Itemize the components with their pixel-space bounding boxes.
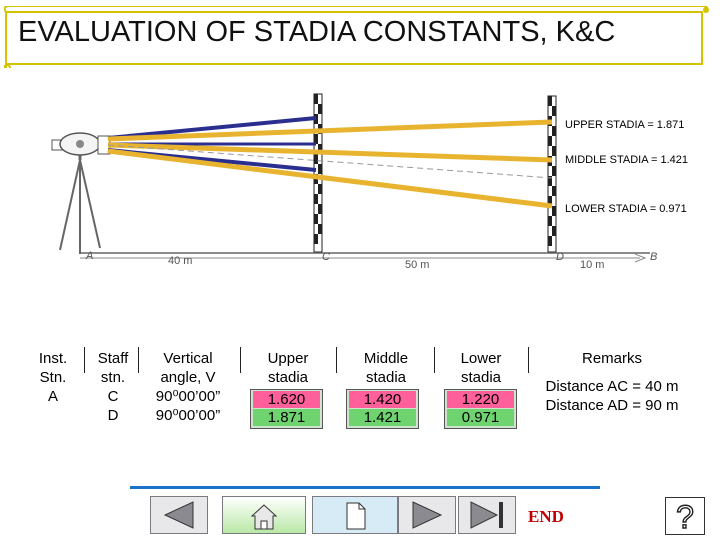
- staff-stn-value-c: C: [107, 388, 119, 405]
- svg-text:?: ?: [676, 499, 694, 534]
- header-angle-line2: angle, V: [160, 369, 216, 386]
- header-inst-line1: Inst.: [38, 350, 68, 367]
- column-remarks: Remarks Distance AC = 40 m Distance AD =…: [534, 349, 690, 415]
- end-button[interactable]: END: [528, 507, 564, 526]
- middle-stadia-label: MIDDLE STADIA = 1.421: [565, 154, 688, 166]
- header-lower-line2: stadia: [460, 369, 502, 386]
- header-upper-line1: Upper: [267, 350, 309, 367]
- point-d-label: D: [556, 251, 564, 263]
- vertical-angle-value-c: 90⁰00’00”: [155, 388, 221, 405]
- staff-d-icon: [547, 95, 557, 253]
- staff-stn-value-d: D: [107, 407, 119, 424]
- home-button[interactable]: [222, 496, 306, 534]
- point-b-label: B: [650, 251, 657, 263]
- arrow-right-icon: [634, 253, 647, 263]
- help-button[interactable]: ?: [665, 497, 705, 536]
- distance-db-label: 10 m: [580, 259, 604, 271]
- triangle-right-icon: [412, 501, 443, 529]
- header-staff-line2: stn.: [100, 369, 126, 386]
- previous-button[interactable]: [150, 496, 208, 534]
- header-staff-line1: Staff: [97, 350, 129, 367]
- middle-stadia-value-c: 1.420: [349, 391, 416, 408]
- theodolite-icon: [51, 132, 111, 156]
- column-vertical-angle: Vertical angle, V 90⁰00’00” 90⁰00’00”: [146, 349, 230, 425]
- column-divider: [84, 347, 85, 373]
- triangle-left-icon: [163, 501, 194, 529]
- scroll-curl-icon: [703, 7, 709, 13]
- distance-ac-label: 40 m: [168, 255, 192, 267]
- column-upper-stadia: Upper stadia: [252, 349, 324, 387]
- stadia-survey-diagram: A C D B 40 m 50 m 10 m: [51, 93, 657, 271]
- header-middle-line1: Middle: [363, 350, 409, 367]
- document-icon: [346, 502, 366, 530]
- upper-stadia-label: UPPER STADIA = 1.871: [565, 119, 685, 131]
- inst-stn-value: A: [47, 388, 58, 405]
- header-inst-line2: Stn.: [39, 369, 67, 386]
- lower-stadia-value-c: 1.220: [447, 391, 514, 408]
- header-lower-line1: Lower: [460, 350, 502, 367]
- point-c-label: C: [322, 251, 330, 263]
- title-banner: [4, 6, 709, 68]
- header-angle-line1: Vertical: [163, 350, 213, 367]
- column-divider: [434, 347, 435, 373]
- tripod-icon: [59, 153, 101, 254]
- page-title: EVALUATION OF STADIA CONSTANTS, K&C: [18, 16, 616, 48]
- lower-stadia-value-d: 0.971: [447, 409, 514, 426]
- last-page-button[interactable]: [458, 496, 516, 534]
- point-a-label: A: [85, 250, 93, 262]
- lower-stadia-label: LOWER STADIA = 0.971: [565, 203, 687, 215]
- upper-stadia-value-d: 1.871: [253, 409, 320, 426]
- column-divider: [528, 347, 529, 373]
- vertical-angle-value-d: 90⁰00’00”: [155, 407, 221, 424]
- column-inst-stn: Inst. Stn. A: [32, 349, 74, 406]
- distance-cd-label: 50 m: [405, 259, 429, 271]
- column-divider: [240, 347, 241, 373]
- header-remarks: Remarks: [581, 350, 642, 367]
- column-divider: [336, 347, 337, 373]
- middle-stadia-value-d: 1.421: [349, 409, 416, 426]
- column-lower-stadia: Lower stadia: [444, 349, 518, 387]
- home-icon: [250, 504, 278, 530]
- header-upper-line2: stadia: [267, 369, 309, 386]
- remarks-value-ad: Distance AD = 90 m: [545, 397, 679, 414]
- question-mark-icon: ?: [675, 498, 694, 535]
- column-divider: [138, 347, 139, 373]
- header-middle-line2: stadia: [365, 369, 407, 386]
- upper-stadia-value-c: 1.620: [253, 391, 320, 408]
- next-button[interactable]: [398, 496, 456, 534]
- sight-lines: [107, 116, 553, 209]
- column-staff-stn: Staff stn. C D: [92, 349, 134, 425]
- page-button[interactable]: [312, 496, 398, 534]
- nav-divider: [130, 486, 600, 489]
- skip-to-end-icon: [470, 501, 503, 529]
- column-middle-stadia: Middle stadia: [348, 349, 424, 387]
- remarks-value-ac: Distance AC = 40 m: [545, 378, 679, 395]
